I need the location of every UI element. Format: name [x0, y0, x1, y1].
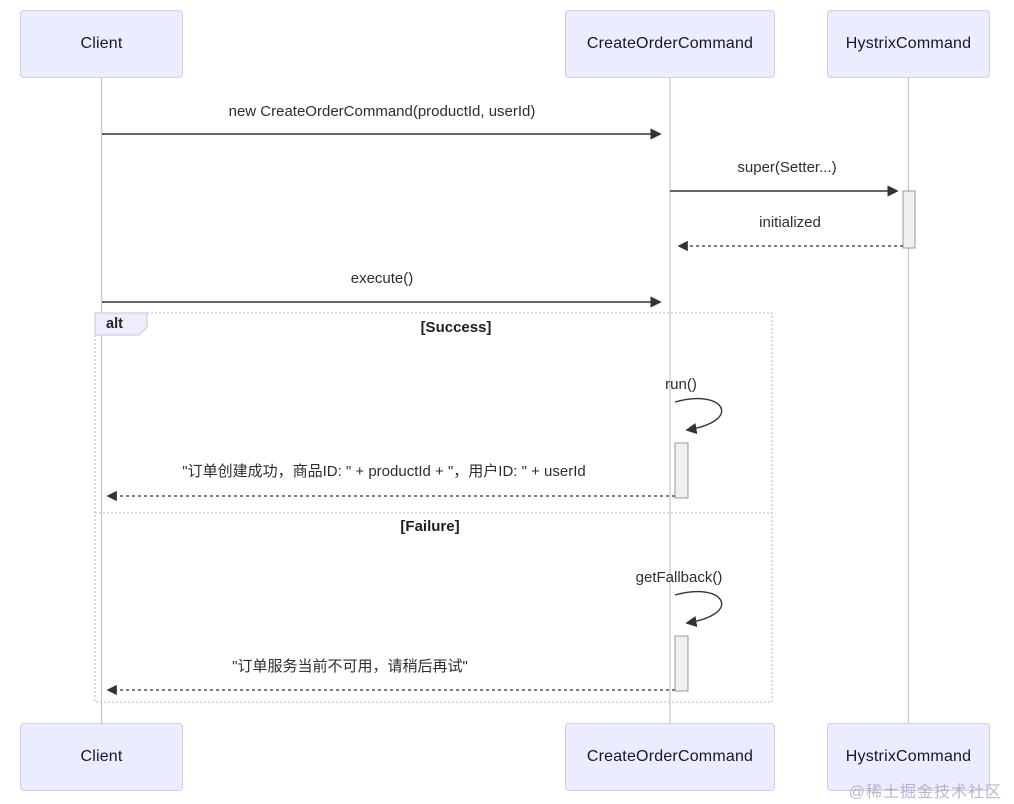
- message-label-super-setter: super(Setter...): [737, 159, 837, 176]
- alt-label-shape: [94, 312, 148, 336]
- arrow-run-selfloop: [674, 397, 723, 435]
- alt-frame-label: alt: [106, 316, 123, 332]
- activation-getfallback: [674, 635, 689, 692]
- alt-condition-success: [Success]: [420, 319, 492, 336]
- alt-frame: [94, 312, 773, 703]
- message-label-execute: execute(): [350, 270, 414, 287]
- participant-client-top: Client: [20, 10, 183, 78]
- arrow-getfallback-selfloop: [674, 590, 723, 628]
- participant-createordercommand-top: CreateOrderCommand: [565, 10, 775, 78]
- message-label-getfallback: getFallback(): [635, 569, 723, 586]
- message-label-failure-return: "订单服务当前不可用，请稍后再试": [232, 658, 468, 675]
- message-label-run: run(): [665, 376, 697, 393]
- activation-run: [674, 442, 689, 499]
- watermark: @稀土掘金技术社区: [848, 784, 1002, 801]
- message-label-new-createordercommand: new CreateOrderCommand(productId, userId…: [228, 103, 536, 120]
- alt-condition-failure: [Failure]: [400, 518, 460, 535]
- participant-client-bottom: Client: [20, 723, 183, 791]
- participant-createordercommand-bottom: CreateOrderCommand: [565, 723, 775, 791]
- activation-hystrix: [902, 190, 916, 249]
- participant-hystrixcommand-top: HystrixCommand: [827, 10, 990, 78]
- message-label-initialized: initialized: [759, 214, 821, 231]
- message-label-success-return: "订单创建成功，商品ID: " + productId + "，用户ID: " …: [182, 463, 586, 480]
- participant-hystrixcommand-bottom: HystrixCommand: [827, 723, 990, 791]
